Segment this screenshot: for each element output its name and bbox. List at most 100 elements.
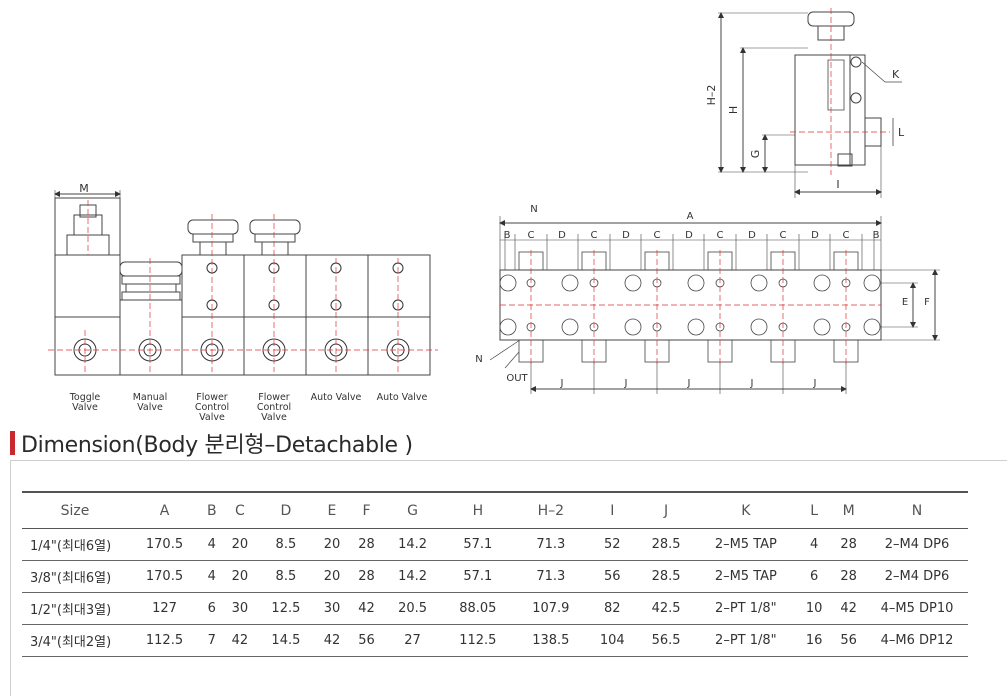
dim-label-j-5: J bbox=[813, 378, 817, 389]
table-cell: 6 bbox=[796, 560, 832, 593]
table-cell: 56.5 bbox=[637, 624, 695, 657]
table-cell: 2–M5 TAP bbox=[694, 528, 797, 561]
dim-label-l: L bbox=[898, 126, 905, 139]
dim-label-e: E bbox=[902, 297, 908, 308]
table-cell: 170.5 bbox=[128, 528, 201, 561]
col-header-d: D bbox=[257, 491, 315, 529]
table-cell: 30 bbox=[222, 592, 258, 625]
table-cell: 4–M5 DP10 bbox=[866, 592, 968, 625]
table-cell: 2–PT 1/8" bbox=[694, 624, 797, 657]
table-cell: 3/4"(최대2열) bbox=[22, 624, 128, 657]
dim-label-out: OUT bbox=[506, 373, 528, 384]
dim-label-c-2: C bbox=[591, 230, 598, 241]
dim-label-h2: H–2 bbox=[705, 85, 718, 106]
dim-label-j-1: J bbox=[560, 378, 564, 389]
col-header-m: M bbox=[831, 491, 866, 529]
table-cell: 28 bbox=[831, 560, 866, 593]
col-header-g: G bbox=[383, 491, 442, 529]
table-cell: 104 bbox=[587, 624, 638, 657]
table-cell: 20 bbox=[222, 560, 258, 593]
table-cell: 8.5 bbox=[257, 560, 315, 593]
table-cell: 57.1 bbox=[441, 560, 515, 593]
table-cell: 14.2 bbox=[383, 560, 442, 593]
section-title: Dimension(Body 분리형–Detachable ) bbox=[21, 433, 413, 458]
dim-label-f: F bbox=[924, 297, 930, 308]
table-cell: 42 bbox=[314, 624, 350, 657]
dim-label-d-2: D bbox=[622, 230, 630, 241]
table-cell: 6 bbox=[200, 592, 223, 625]
table-cell: 112.5 bbox=[441, 624, 515, 657]
table-cell: 52 bbox=[587, 528, 638, 561]
table-cell: 28.5 bbox=[637, 560, 695, 593]
table-cell: 8.5 bbox=[257, 528, 315, 561]
front-view bbox=[48, 190, 438, 376]
table-cell: 2–PT 1/8" bbox=[694, 592, 797, 625]
col-header-h: H bbox=[441, 491, 515, 529]
table-cell: 14.5 bbox=[257, 624, 315, 657]
col-header-f: F bbox=[349, 491, 384, 529]
dim-label-k: K bbox=[892, 68, 900, 81]
table-cell: 28 bbox=[349, 560, 384, 593]
dim-label-d-1: D bbox=[558, 230, 566, 241]
table-cell: 20 bbox=[222, 528, 258, 561]
table-cell: 1/4"(최대6열) bbox=[22, 528, 128, 561]
dimension-table: Size A B C D E F G H H–2 I J K L M N 1/4… bbox=[22, 491, 968, 657]
top-view bbox=[489, 216, 940, 394]
table-cell: 127 bbox=[128, 592, 201, 625]
dim-label-j-4: J bbox=[750, 378, 754, 389]
dim-label-a: A bbox=[687, 211, 694, 222]
table-cell: 71.3 bbox=[514, 560, 588, 593]
dim-label-g: G bbox=[749, 150, 762, 159]
table-cell: 3/8"(최대6열) bbox=[22, 560, 128, 593]
table-cell: 42 bbox=[831, 592, 866, 625]
col-header-n: N bbox=[866, 491, 968, 529]
dim-label-c-5: C bbox=[780, 230, 787, 241]
table-cell: 56 bbox=[831, 624, 866, 657]
table-cell: 4–M6 DP12 bbox=[866, 624, 968, 657]
side-view bbox=[718, 8, 902, 198]
table-cell: 42 bbox=[349, 592, 384, 625]
dim-label-d-4: D bbox=[748, 230, 756, 241]
section-divider bbox=[10, 460, 1007, 461]
dim-label-h: H bbox=[727, 106, 740, 114]
table-cell: 170.5 bbox=[128, 560, 201, 593]
table-cell: 16 bbox=[796, 624, 832, 657]
col-header-e: E bbox=[314, 491, 350, 529]
table-cell: 56 bbox=[349, 624, 384, 657]
table-cell: 27 bbox=[383, 624, 442, 657]
table-cell: 12.5 bbox=[257, 592, 315, 625]
dim-label-d-5: D bbox=[811, 230, 819, 241]
dim-label-b-right: B bbox=[873, 230, 880, 241]
dim-label-c-3: C bbox=[654, 230, 661, 241]
table-cell: 20.5 bbox=[383, 592, 442, 625]
col-header-c: C bbox=[222, 491, 258, 529]
table-cell: 138.5 bbox=[514, 624, 588, 657]
heading-accent-bar bbox=[10, 431, 15, 455]
table-cell: 2–M4 DP6 bbox=[866, 560, 968, 593]
col-header-h2: H–2 bbox=[514, 491, 588, 529]
dim-label-c-4: C bbox=[717, 230, 724, 241]
table-cell: 82 bbox=[587, 592, 638, 625]
dim-label-c-6: C bbox=[843, 230, 850, 241]
col-header-j: J bbox=[637, 491, 695, 529]
section-heading: Dimension(Body 분리형–Detachable ) bbox=[10, 429, 413, 458]
table-header-row: Size A B C D E F G H H–2 I J K L M N bbox=[22, 491, 968, 529]
dim-label-d-3: D bbox=[685, 230, 693, 241]
valve-label-6: Auto Valve bbox=[377, 392, 428, 403]
dim-label-n-top: N bbox=[530, 204, 537, 215]
table-cell: 14.2 bbox=[383, 528, 442, 561]
table-cell: 4 bbox=[796, 528, 832, 561]
col-header-a: A bbox=[128, 491, 201, 529]
dim-label-b-left: B bbox=[504, 230, 511, 241]
table-cell: 42 bbox=[222, 624, 258, 657]
table-cell: 88.05 bbox=[441, 592, 515, 625]
col-header-l: L bbox=[796, 491, 832, 529]
table-cell: 28.5 bbox=[637, 528, 695, 561]
